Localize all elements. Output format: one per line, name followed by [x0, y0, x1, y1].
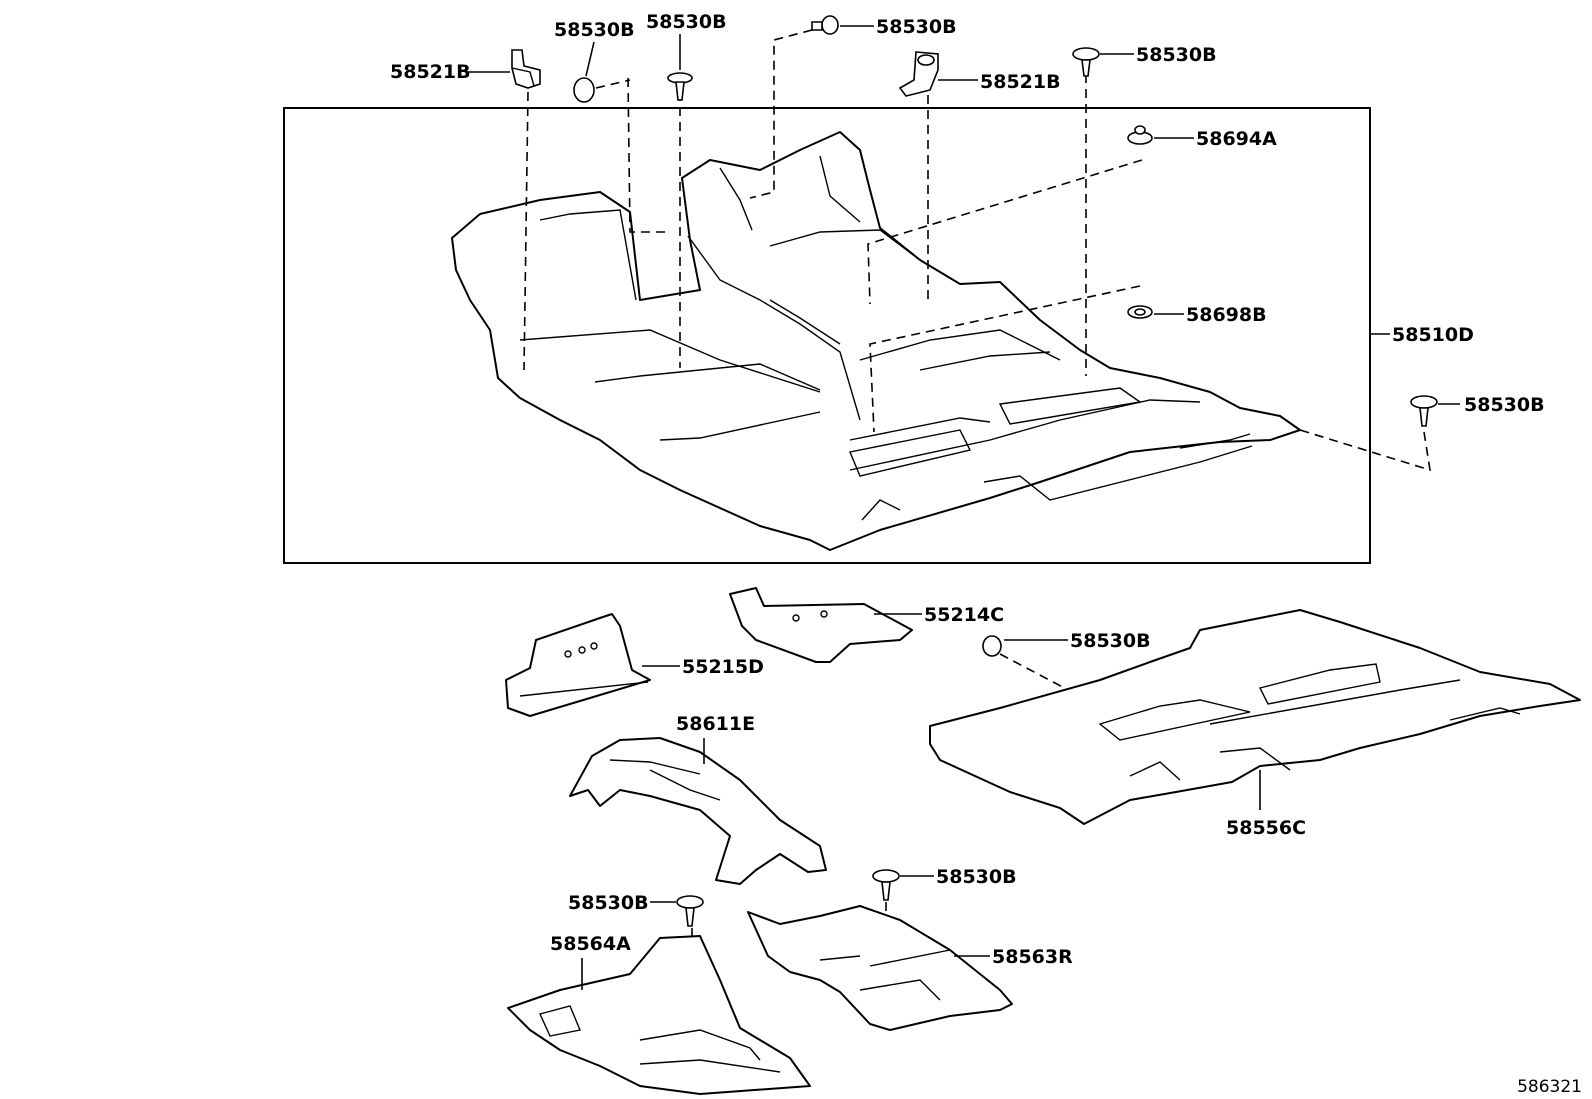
part-58563R [747, 905, 1013, 1031]
grommet-58530B-f [982, 635, 1111, 713]
label-58521B-right: 58521B [980, 71, 1061, 93]
part-58564A [507, 935, 811, 1095]
label-58530B-b: 58530B [646, 11, 727, 33]
grommet-58530B-a [573, 77, 631, 103]
label-55215D: 55215D [682, 656, 764, 678]
label-55214C: 55214C [924, 604, 1004, 626]
label-58556C: 58556C [1226, 817, 1306, 839]
push-clip-58530B-d [1072, 47, 1100, 77]
label-58530B-e: 58530B [1464, 394, 1545, 416]
label-58530B-f: 58530B [1070, 630, 1151, 652]
clip-58521B-right [898, 51, 939, 97]
label-58611E: 58611E [676, 713, 755, 735]
label-58564A: 58564A [550, 933, 631, 955]
label-58698B: 58698B [1186, 304, 1267, 326]
main-carpet-fastener-lines [523, 29, 1431, 472]
part-55214C [729, 587, 913, 663]
part-58611E [569, 737, 827, 885]
part-58556C [929, 609, 1581, 825]
main-carpet-frame [283, 107, 1371, 564]
diagram-reference-number: 586321 [1517, 1077, 1582, 1097]
label-58521B-left: 58521B [390, 61, 471, 83]
label-58530B-d: 58530B [1136, 44, 1217, 66]
part-labels: 58521B 58530B 58530B 58530B 58521B 58530… [390, 11, 1545, 968]
label-58694A: 58694A [1196, 128, 1277, 150]
label-58530B-a: 58530B [554, 19, 635, 41]
nut-58698B [1127, 305, 1153, 319]
bolt-58530B-c [811, 15, 839, 35]
hardware-parts [511, 15, 1438, 1022]
push-clip-58530B-b [667, 72, 693, 101]
push-clip-58530B-e [1410, 395, 1438, 427]
label-58530B-c: 58530B [876, 16, 957, 38]
part-55215D [505, 613, 651, 717]
label-58530B-h: 58530B [568, 892, 649, 914]
label-58530B-g: 58530B [936, 866, 1017, 888]
floor-carpet-58510D [451, 131, 1301, 551]
clip-58521B-left [511, 49, 541, 89]
nut-58694A [1127, 125, 1153, 145]
label-58563R: 58563R [992, 946, 1073, 968]
leader-lines [468, 25, 1460, 990]
label-58510D: 58510D [1392, 324, 1474, 346]
